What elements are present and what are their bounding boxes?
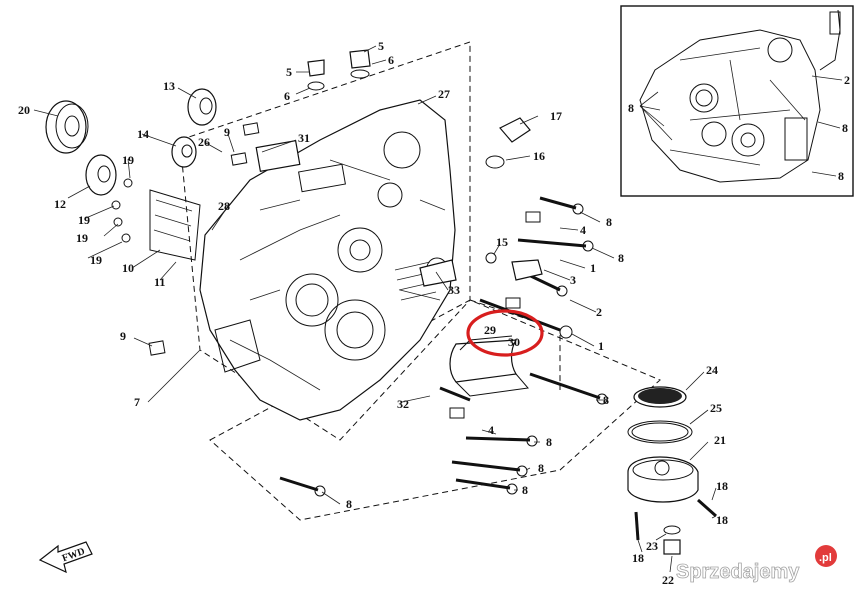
callout-17: 17 (550, 109, 562, 123)
callout-18-left: 18 (632, 551, 644, 565)
callout-8-c: 8 (603, 393, 609, 407)
callout-4-top: 4 (580, 223, 586, 237)
inset-view: 2 8 8 8 (620, 5, 854, 197)
bearing-12 (85, 154, 117, 196)
callout-14: 14 (137, 127, 149, 141)
callout-33: 33 (448, 283, 460, 297)
callout-5-right: 5 (378, 39, 384, 53)
callout-19-c: 19 (76, 231, 88, 245)
callout-24: 24 (706, 363, 718, 377)
callout-19-a: 19 (122, 153, 134, 167)
callout-4-bottom: 4 (488, 423, 494, 437)
watermark-suffix: .pl (819, 552, 832, 564)
callout-8-g: 8 (346, 497, 352, 511)
callout-11: 11 (154, 275, 165, 289)
callout-8-b: 8 (618, 251, 624, 265)
callout-12: 12 (54, 197, 66, 211)
callout-2: 2 (596, 305, 602, 319)
callout-3: 3 (570, 273, 576, 287)
callout-29: 29 (484, 323, 496, 337)
callout-26: 26 (198, 135, 210, 149)
callout-6-left: 6 (284, 89, 290, 103)
highlight-circle (466, 309, 544, 357)
callout-8-inset-right: 8 (842, 121, 848, 135)
watermark: Sprzedajemy .pl (676, 545, 837, 583)
callout-28: 28 (218, 199, 230, 213)
callout-13: 13 (163, 79, 175, 93)
watermark-badge (815, 545, 837, 567)
crankcase (149, 99, 456, 421)
callout-8-e: 8 (538, 461, 544, 475)
callout-1-top: 1 (590, 261, 596, 275)
leader-lines (33, 45, 717, 573)
bolts (279, 196, 608, 497)
callout-8-a: 8 (606, 215, 612, 229)
callout-2-inset: 2 (844, 73, 850, 87)
callout-1-bottom: 1 (598, 339, 604, 353)
callout-6-right: 6 (388, 53, 394, 67)
callout-25: 25 (710, 401, 722, 415)
watermark-text: Sprzedajemy (676, 561, 800, 583)
callout-9-top: 9 (224, 125, 230, 139)
callout-10: 10 (122, 261, 134, 275)
callout-8-inset-bottom: 8 (838, 169, 844, 183)
callout-21: 21 (714, 433, 726, 447)
fwd-label: FWD (61, 546, 87, 564)
callouts: 20 13 14 12 9 26 31 19 19 19 19 10 11 28… (18, 39, 728, 587)
callout-18-right: 18 (716, 479, 728, 493)
fwd-arrow: FWD (38, 541, 93, 574)
caps (307, 49, 531, 287)
callout-5-left: 5 (286, 65, 292, 79)
callout-30: 30 (508, 335, 520, 349)
callout-23: 23 (646, 539, 658, 553)
callout-8-d: 8 (546, 435, 552, 449)
callout-9-left: 9 (120, 329, 126, 343)
callout-7: 7 (134, 395, 140, 409)
callout-32: 32 (397, 397, 409, 411)
inset-callouts: 2 8 8 8 (628, 73, 850, 183)
callout-18-lower: 18 (716, 513, 728, 527)
callout-8-inset-left: 8 (628, 101, 634, 115)
bearing-shells-29-30 (449, 335, 529, 397)
bearing-14 (171, 136, 197, 168)
callout-15: 15 (496, 235, 508, 249)
callout-19-d: 19 (90, 253, 102, 267)
bearing-13 (187, 88, 217, 126)
bearing-20 (45, 100, 87, 154)
strainer-assembly (627, 386, 717, 555)
callout-20: 20 (18, 103, 30, 117)
callout-31: 31 (298, 131, 310, 145)
callout-22: 22 (662, 573, 674, 587)
bearings (45, 88, 301, 356)
callout-8-f: 8 (522, 483, 528, 497)
callout-27: 27 (438, 87, 450, 101)
callout-16: 16 (533, 149, 545, 163)
callout-19-b: 19 (78, 213, 90, 227)
